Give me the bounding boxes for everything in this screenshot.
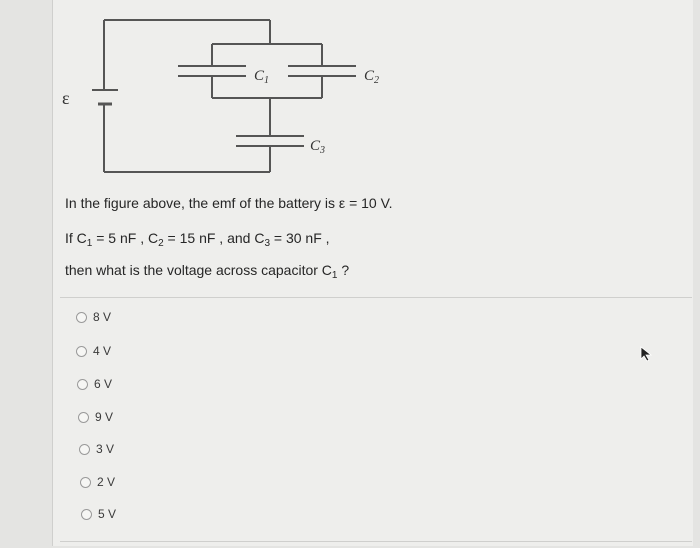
option-label: 3 V [96,442,115,456]
option-4v[interactable]: 4 V [76,344,111,358]
question-line-3: then what is the voltage across capacito… [65,262,350,281]
option-label: 2 V [97,475,116,489]
c2-label: C2 [364,68,379,86]
option-label: 8 V [93,310,112,324]
option-label: 4 V [93,344,112,358]
radio-button[interactable] [81,508,92,520]
radio-button[interactable] [76,311,87,323]
option-6v[interactable]: 6 V [77,377,112,391]
radio-button[interactable] [78,411,89,423]
bottom-border [60,541,692,542]
option-5v[interactable]: 5 V [81,507,116,521]
option-label: 9 V [95,410,114,424]
c1-label: C1 [254,68,269,86]
option-9v[interactable]: 9 V [78,410,113,424]
option-3v[interactable]: 3 V [79,442,114,456]
radio-button[interactable] [76,345,87,357]
option-8v[interactable]: 8 V [76,310,111,324]
radio-button[interactable] [79,443,90,455]
c3-label: C3 [310,138,325,156]
radio-button[interactable] [77,378,88,390]
option-2v[interactable]: 2 V [80,475,115,489]
circuit-diagram: ε C1 C2 C3 [62,19,379,173]
option-label: 6 V [94,377,113,391]
divider [60,297,692,298]
question-line-2: If C1 = 5 nF , C2 = 15 nF , and C3 = 30 … [65,230,330,249]
option-label: 5 V [98,507,117,521]
question-panel [52,0,693,546]
radio-button[interactable] [80,476,91,488]
emf-label: ε [62,88,70,108]
question-line-1: In the figure above, the emf of the batt… [65,195,393,211]
mouse-pointer-icon [640,346,653,362]
